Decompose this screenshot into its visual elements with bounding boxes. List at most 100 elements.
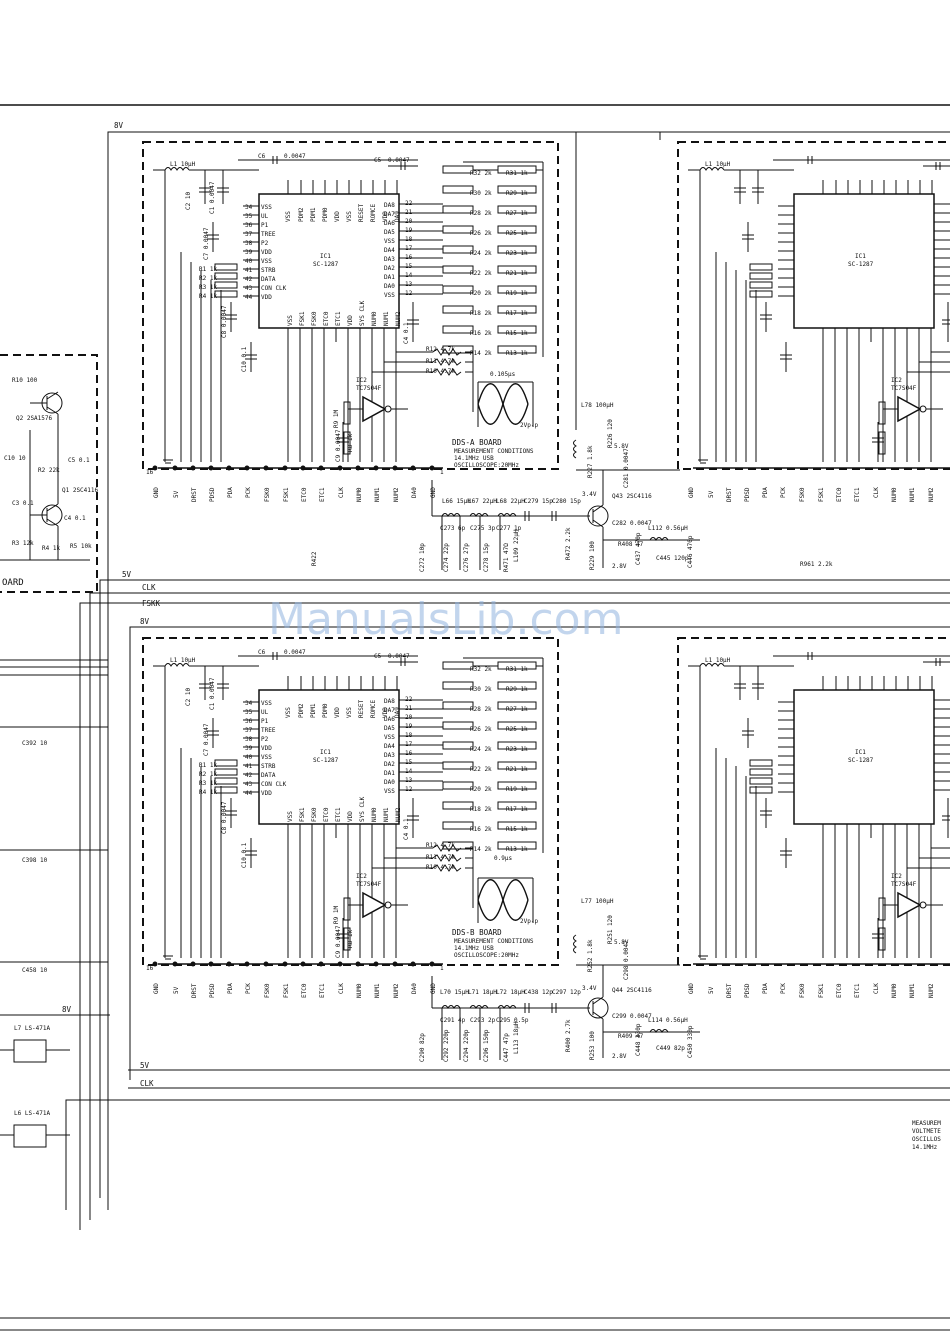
svg-text:R15 1k: R15 1k — [506, 826, 528, 833]
svg-text:GND: GND — [688, 983, 695, 994]
svg-text:TC7S04F: TC7S04F — [356, 385, 382, 392]
inductor-l6: L6 LS-471A — [13, 1110, 51, 1148]
svg-text:L6 LS-471A: L6 LS-471A — [14, 1110, 51, 1117]
svg-text:NUM0: NUM0 — [356, 487, 363, 502]
svg-text:P1: P1 — [261, 222, 269, 229]
svg-text:C8 0.0047: C8 0.0047 — [221, 801, 228, 834]
svg-text:C280 15p: C280 15p — [552, 498, 581, 505]
svg-text:VSS: VSS — [261, 204, 272, 211]
svg-text:VDD: VDD — [382, 211, 389, 222]
svg-text:C9 0.0047: C9 0.0047 — [335, 429, 342, 462]
rail-8v-top: 8V — [107, 121, 950, 1210]
svg-text:5.8V: 5.8V — [614, 443, 629, 450]
svg-text:R17 1k: R17 1k — [506, 806, 528, 813]
svg-text:5V: 5V — [173, 986, 180, 994]
svg-text:PDM2: PDM2 — [298, 207, 305, 222]
svg-text:C5 0.1: C5 0.1 — [68, 457, 90, 464]
svg-text:43: 43 — [245, 781, 253, 788]
svg-text:DA3: DA3 — [384, 256, 395, 263]
svg-text:PCK: PCK — [245, 487, 252, 498]
svg-text:C277 1p: C277 1p — [496, 525, 522, 532]
svg-text:FSK1: FSK1 — [299, 311, 306, 326]
svg-text:NUM1: NUM1 — [383, 807, 390, 822]
svg-text:R13 1k: R13 1k — [506, 846, 528, 853]
svg-text:R3 12k: R3 12k — [12, 540, 34, 547]
dds-c-connector-labels: GND 5V DRST PDSD PDA PCK FSK0 FSK1 ETC0 … — [688, 487, 935, 502]
svg-text:Q44 2SC4116: Q44 2SC4116 — [612, 987, 652, 994]
svg-text:R472 2.2k: R472 2.2k — [565, 527, 572, 560]
dds-a-ic1-top-pins: VSS PDM2 PDM1 PDM0 VDD VSS RESET ROMCE V… — [285, 204, 401, 222]
svg-text:VDD: VDD — [261, 294, 272, 301]
svg-text:0.0047: 0.0047 — [388, 157, 410, 164]
svg-text:R22 2k: R22 2k — [470, 270, 492, 277]
svg-text:DRST: DRST — [726, 487, 733, 502]
svg-text:C445 120p: C445 120p — [656, 555, 689, 562]
svg-text:VSS: VSS — [384, 788, 395, 795]
svg-text:16: 16 — [146, 469, 154, 476]
svg-text:C296 150p: C296 150p — [483, 1029, 490, 1062]
svg-text:C294 220p: C294 220p — [463, 1029, 470, 1062]
svg-text:NUM2: NUM2 — [395, 807, 402, 822]
svg-text:NUM0: NUM0 — [891, 487, 898, 502]
svg-text:C282 0.0047: C282 0.0047 — [612, 520, 652, 527]
svg-text:8V: 8V — [140, 617, 150, 626]
svg-text:R2 1k: R2 1k — [199, 771, 217, 778]
svg-text:R400 2.7k: R400 2.7k — [565, 1019, 572, 1052]
svg-text:ETC0: ETC0 — [836, 487, 843, 502]
svg-text:42: 42 — [245, 276, 253, 283]
svg-text:C449 82p: C449 82p — [656, 1045, 685, 1052]
svg-text:35: 35 — [245, 709, 253, 716]
svg-text:FSK0: FSK0 — [799, 983, 806, 998]
svg-text:ETC1: ETC1 — [335, 807, 342, 822]
svg-text:L1 10µH: L1 10µH — [170, 161, 196, 168]
svg-text:R471 47Ω: R471 47Ω — [503, 543, 510, 572]
dds-a-res-ic2: R12 4.7k R11 4.7k R10 4.7k — [426, 346, 455, 375]
dds-b-ic1-part: SC-1287 — [313, 757, 339, 764]
svg-text:C297 12p: C297 12p — [552, 989, 581, 996]
svg-text:NUM2: NUM2 — [928, 487, 935, 502]
svg-text:C398 10: C398 10 — [22, 857, 48, 864]
rail-clk: CLK — [89, 583, 950, 1220]
svg-text:C290 82p: C290 82p — [419, 1033, 426, 1062]
svg-text:R3 1k: R3 1k — [199, 284, 217, 291]
svg-text:R17 1k: R17 1k — [506, 310, 528, 317]
svg-text:IC1: IC1 — [855, 749, 866, 756]
dds-a-connector-labels: GND 5V DRST PDSD PDA PCK FSK0 FSK1 ETC0 … — [153, 487, 437, 502]
svg-text:2Vp-p: 2Vp-p — [520, 918, 538, 925]
svg-text:OSCILLOSCOPE:20MHz: OSCILLOSCOPE:20MHz — [454, 462, 519, 469]
svg-text:C2 10: C2 10 — [185, 688, 192, 706]
svg-text:PDM0: PDM0 — [322, 703, 329, 718]
svg-text:ETC1: ETC1 — [319, 487, 326, 502]
dds-a-res-left: R1 1k R2 1k R3 1k R4 1k — [199, 266, 217, 300]
svg-text:37: 37 — [245, 231, 253, 238]
svg-text:NUM0: NUM0 — [371, 807, 378, 822]
svg-text:L68 22µH: L68 22µH — [496, 498, 525, 505]
svg-text:ETC0: ETC0 — [836, 983, 843, 998]
svg-text:L109 22µH: L109 22µH — [513, 529, 520, 562]
svg-text:38: 38 — [245, 736, 253, 743]
svg-text:2.8V: 2.8V — [612, 563, 627, 570]
dds-a-res-ladder: R32 2k R30 2k R28 2k R26 2k R24 2k R22 2… — [470, 170, 528, 357]
svg-text:VSS: VSS — [287, 315, 294, 326]
svg-text:DA2: DA2 — [384, 265, 395, 272]
svg-text:34: 34 — [245, 204, 253, 211]
svg-text:40: 40 — [245, 258, 253, 265]
inductor-l7: L7 LS-471A — [13, 1025, 51, 1063]
svg-text:C5: C5 — [374, 157, 382, 164]
svg-text:SYS CLK: SYS CLK — [359, 300, 366, 326]
dds-a-board: GND 5V DRST PDSD PDA PCK FSK0 FSK1 ETC0 … — [142, 141, 833, 572]
rail-8v-mid: 8V — [129, 617, 950, 1080]
rail-8v-lower: 8V — [0, 1005, 110, 1016]
svg-text:C7 0.0047: C7 0.0047 — [203, 723, 210, 756]
svg-text:0.0047: 0.0047 — [284, 153, 306, 160]
svg-text:C448 330p: C448 330p — [635, 1023, 642, 1056]
svg-text:SC-1287: SC-1287 — [848, 757, 874, 764]
svg-text:CLK: CLK — [140, 1079, 154, 1088]
svg-text:NUM2: NUM2 — [393, 487, 400, 502]
svg-text:VDD: VDD — [261, 790, 272, 797]
dds-b-res-ic2: R12 4.7k R11 4.7k R10 4.7k — [426, 842, 455, 871]
svg-text:FSK1: FSK1 — [818, 487, 825, 502]
svg-text:CLK: CLK — [873, 983, 880, 994]
svg-text:L78 100µH: L78 100µH — [581, 402, 614, 409]
svg-text:L72 18µH: L72 18µH — [496, 989, 525, 996]
